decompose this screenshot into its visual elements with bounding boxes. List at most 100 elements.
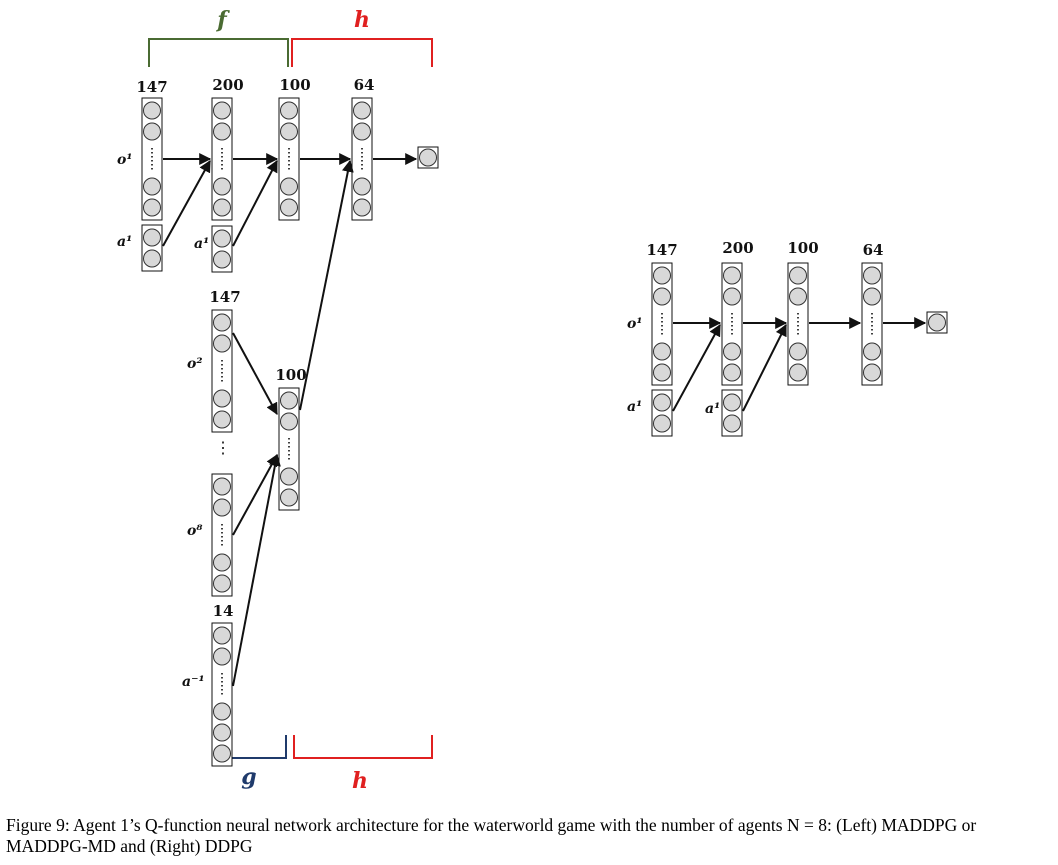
layer-o8-node xyxy=(213,477,231,496)
size-label-200: 200 xyxy=(212,76,243,94)
layer-100-node xyxy=(280,122,298,141)
edge-a-minus-1-to-agg xyxy=(232,453,281,687)
layer-64-node xyxy=(353,101,371,120)
edge-agg-to-64 xyxy=(299,159,354,411)
edge-o2-to-agg xyxy=(232,332,278,416)
layer-200-node xyxy=(213,122,231,141)
right-layer-64-node xyxy=(863,363,881,382)
layer-agg-100-node xyxy=(280,467,298,486)
layer-a-minus-1-14-node xyxy=(213,744,231,763)
right-layer-200 xyxy=(721,262,743,386)
bracket-h-top xyxy=(291,38,433,67)
right-layer-200-node xyxy=(723,342,741,361)
output-node-node xyxy=(419,148,437,167)
right-layer-a1-input-second xyxy=(721,389,743,437)
bracket-h-top-label: h xyxy=(354,7,370,33)
layer-a-minus-1-14-node xyxy=(213,647,231,666)
layer-200 xyxy=(211,97,233,221)
layer-a1-input-second-node xyxy=(213,229,231,248)
layer-o1-147-node xyxy=(143,177,161,196)
input-label-a1-second: a¹ xyxy=(194,236,209,252)
right-edge-a1-to-200 xyxy=(672,323,721,412)
right-layer-100 xyxy=(787,262,809,386)
layer-o1-147-node xyxy=(143,101,161,120)
edge-a1-to-200 xyxy=(162,159,211,247)
layer-o1-147 xyxy=(141,97,163,221)
size-label-agg-100: 100 xyxy=(275,366,306,384)
layer-o8-node xyxy=(213,574,231,593)
layer-o1-147-node xyxy=(143,122,161,141)
right-layer-a1-input-node xyxy=(653,414,671,433)
right-edge-a1-second-to-100 xyxy=(742,323,787,412)
layer-o2-147-node xyxy=(213,389,231,408)
input-label-a-minus-1: a⁻¹ xyxy=(182,674,205,690)
layer-a1-input-second-node xyxy=(213,250,231,269)
layer-100-node xyxy=(280,198,298,217)
layer-a-minus-1-14-node xyxy=(213,702,231,721)
edge-o8-to-agg xyxy=(232,453,278,536)
edge-a1-second-to-100 xyxy=(232,159,278,247)
figure-caption: Figure 9: Agent 1’s Q-function neural ne… xyxy=(6,815,977,856)
network-diagram: f h g h 147 200 100 64 147 100 14 o¹ a¹ … xyxy=(117,7,948,794)
size-label-64: 64 xyxy=(354,76,375,94)
layer-agg-100 xyxy=(278,387,300,511)
right-layer-a1-input-node xyxy=(653,393,671,412)
layer-200-node xyxy=(213,198,231,217)
layer-o8-node xyxy=(213,553,231,572)
bracket-f xyxy=(148,38,289,67)
agents-ellipsis: ⋮ xyxy=(215,438,231,457)
layer-100-node xyxy=(280,177,298,196)
right-layer-64-node xyxy=(863,287,881,306)
layer-100 xyxy=(278,97,300,221)
input-label-o8: o⁸ xyxy=(187,523,202,539)
layer-64-node xyxy=(353,177,371,196)
layer-a1-input-node xyxy=(143,228,161,247)
bracket-h-bottom-label: h xyxy=(352,768,368,794)
layer-agg-100-node xyxy=(280,412,298,431)
size-label-14: 14 xyxy=(213,602,234,620)
layer-64 xyxy=(351,97,373,221)
right-layer-o1-147-node xyxy=(653,287,671,306)
right-size-label-147: 147 xyxy=(646,241,677,259)
right-layer-64 xyxy=(861,262,883,386)
layer-200-node xyxy=(213,177,231,196)
right-layer-o1-147-node xyxy=(653,363,671,382)
bracket-h-bottom xyxy=(293,735,433,759)
right-layer-a1-input-second-node xyxy=(723,393,741,412)
right-output-node-node xyxy=(928,313,946,332)
bracket-g-label: g xyxy=(241,764,256,790)
input-label-a1-first: a¹ xyxy=(117,234,132,250)
size-label-147: 147 xyxy=(136,78,167,96)
layer-200-node xyxy=(213,101,231,120)
right-layer-64-node xyxy=(863,266,881,285)
right-output-node xyxy=(926,311,948,334)
layer-o2-147-node xyxy=(213,313,231,332)
layer-o8-node xyxy=(213,498,231,517)
right-size-label-64: 64 xyxy=(863,241,884,259)
right-layer-100-node xyxy=(789,266,807,285)
layer-a1-input-second xyxy=(211,225,233,273)
input-label-o1: o¹ xyxy=(117,152,132,168)
right-layer-200-node xyxy=(723,287,741,306)
size-label-100: 100 xyxy=(279,76,310,94)
layer-100-node xyxy=(280,101,298,120)
right-layer-100-node xyxy=(789,342,807,361)
right-layer-o1-147 xyxy=(651,262,673,386)
layer-a1-input-node xyxy=(143,249,161,268)
right-layer-o1-147-node xyxy=(653,266,671,285)
layer-a-minus-1-14-node xyxy=(213,626,231,645)
right-layer-100-node xyxy=(789,363,807,382)
right-input-label-o1: o¹ xyxy=(627,316,642,332)
size-label-o2-147: 147 xyxy=(209,288,240,306)
layer-o2-147 xyxy=(211,309,233,433)
right-layer-100-node xyxy=(789,287,807,306)
layer-64-node xyxy=(353,198,371,217)
layer-o1-147-node xyxy=(143,198,161,217)
right-layer-200-node xyxy=(723,266,741,285)
input-label-o2: o² xyxy=(187,356,202,372)
right-size-label-100: 100 xyxy=(787,239,818,257)
right-layer-a1-input-second-node xyxy=(723,414,741,433)
output-node xyxy=(417,146,439,169)
right-layer-64-node xyxy=(863,342,881,361)
right-input-label-a1-first: a¹ xyxy=(627,399,642,415)
